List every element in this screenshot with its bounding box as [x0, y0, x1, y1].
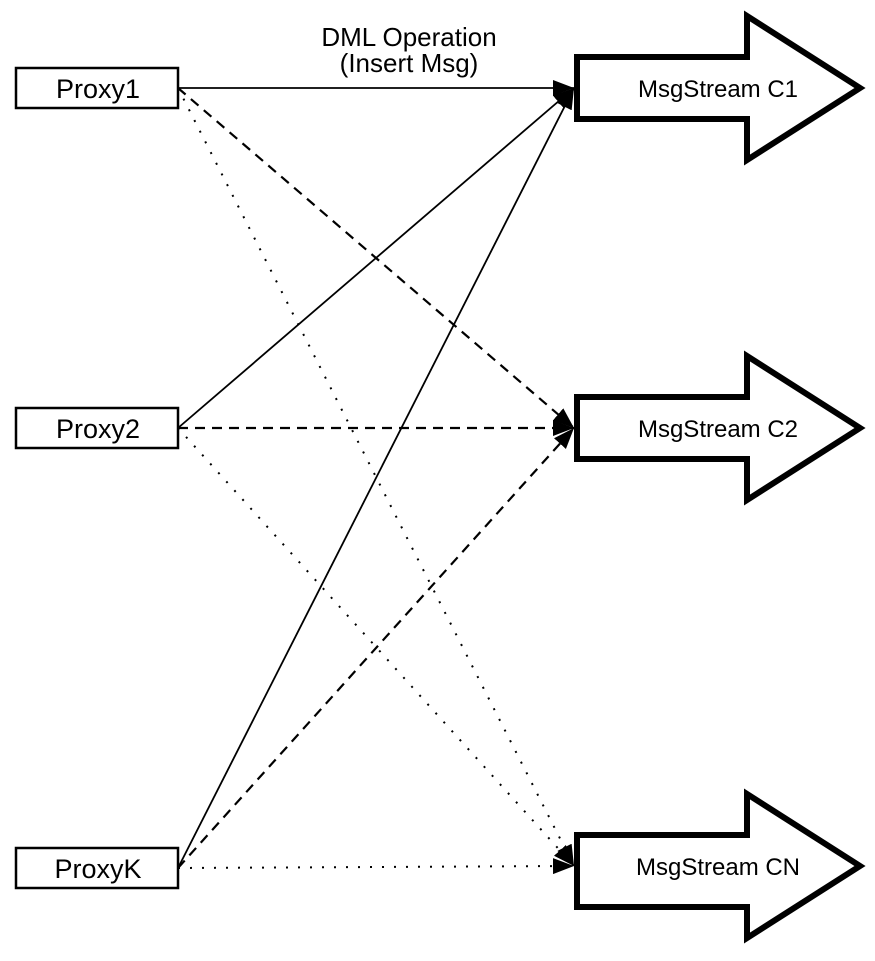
proxy2-label: Proxy2: [56, 414, 140, 444]
edge-proxyk-cn: [177, 858, 575, 875]
node-msgstream-c2: MsgStream C2: [574, 350, 866, 506]
proxy1-label: Proxy1: [56, 74, 140, 104]
edge-proxy2-cn: [177, 427, 575, 867]
edges-layer: [177, 80, 575, 875]
dml-operation-label-line2: (Insert Msg): [340, 48, 479, 78]
proxy2-box: [14, 406, 180, 450]
dml-operation-label-line1: DML Operation: [321, 22, 496, 52]
msgstream-cn-arrow-shape: [574, 788, 866, 944]
proxyk-box: [14, 846, 180, 890]
msgstream-c2-label: MsgStream C2: [638, 416, 798, 443]
msgstream-c1-arrow-shape: [574, 10, 866, 166]
node-msgstream-cn: MsgStream CN: [574, 788, 866, 944]
node-proxyk: ProxyK: [14, 846, 180, 890]
edge-proxyk-c2: [177, 427, 575, 869]
node-msgstream-c1: MsgStream C1: [574, 10, 866, 166]
proxy1-box: [14, 66, 180, 110]
edge-proxyk-c1: [177, 87, 575, 869]
node-proxy1: Proxy1: [14, 66, 180, 110]
node-proxy2: Proxy2: [14, 406, 180, 450]
proxyk-label: ProxyK: [54, 854, 141, 884]
msgstream-c1-label: MsgStream C1: [638, 76, 798, 103]
msgstream-c2-arrow-shape: [574, 350, 866, 506]
edge-proxy1-cn: [177, 87, 575, 867]
edge-proxy2-c1: [177, 87, 575, 429]
msgstream-cn-label: MsgStream CN: [636, 854, 800, 881]
